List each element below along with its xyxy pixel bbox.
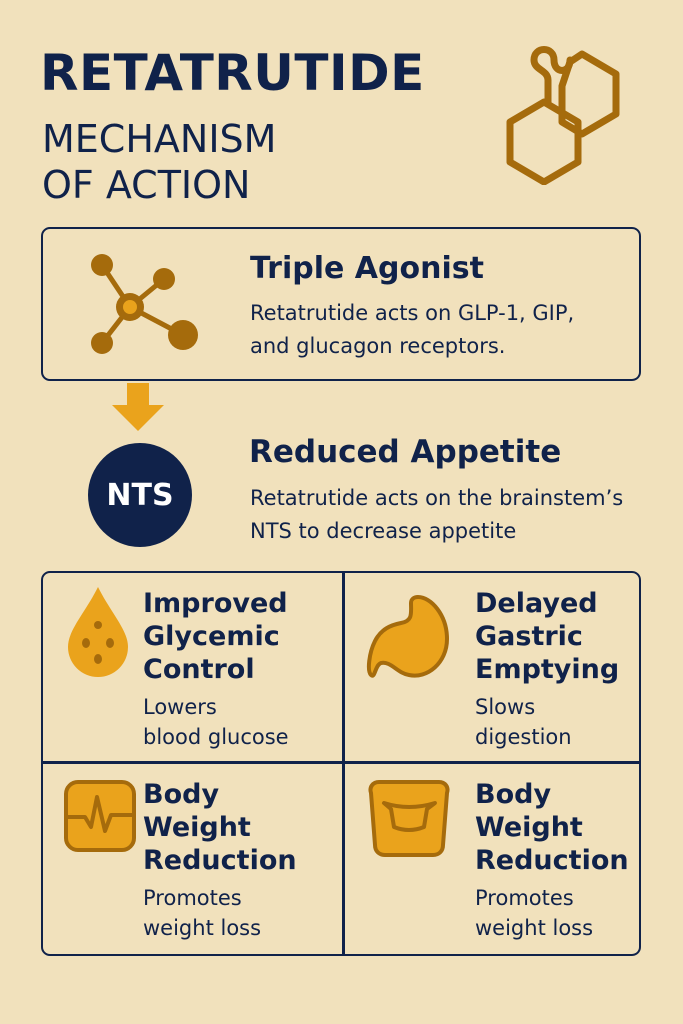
text-line: weight loss (475, 916, 594, 940)
text-line: Control (143, 654, 255, 685)
nts-badge: NTS (88, 443, 192, 547)
text-line: Promotes (475, 886, 574, 910)
arrow-down-icon (112, 383, 164, 431)
title-main: RETATRUTIDE (40, 44, 425, 102)
text-line: Reduction (475, 845, 629, 876)
text-line: weight loss (143, 916, 262, 940)
text-line: Delayed (475, 588, 598, 619)
text-line: Improved (143, 588, 288, 619)
title-line-3: OF ACTION (42, 163, 251, 207)
text-line: Slows (475, 695, 536, 719)
text-line: Retatrutide acts on the brainstem’s (250, 486, 624, 510)
scale-icon (368, 780, 450, 857)
hexagon-molecule-icon (506, 46, 620, 185)
title-line-2: MECHANISM (42, 117, 277, 161)
triple-agonist-title: Triple Agonist (250, 251, 484, 286)
blood-drop-icon (68, 587, 128, 677)
grid-divider-horizontal (43, 761, 639, 764)
text-line: Weight (475, 812, 583, 843)
grid-divider-vertical (342, 573, 345, 954)
text-line: Body (475, 779, 552, 810)
reduced-appetite-text: Retatrutide acts on the brainstem’s NTS … (250, 482, 623, 548)
text-line: blood glucose (143, 725, 289, 749)
text-line: Reduction (143, 845, 297, 876)
triple-agonist-text: Retatrutide acts on GLP-1, GIP, and gluc… (250, 297, 574, 363)
title-sub: MECHANISM OF ACTION (42, 116, 276, 208)
text-line: Weight (143, 812, 251, 843)
text-line: Glycemic (143, 621, 280, 652)
receptor-network-icon (91, 254, 198, 354)
text-line: Promotes (143, 886, 242, 910)
triple-agonist-card: Triple Agonist Retatrutide acts on GLP-1… (41, 227, 641, 381)
reduced-appetite-title: Reduced Appetite (249, 434, 562, 470)
text-line: Retatrutide acts on GLP-1, GIP, (250, 301, 575, 325)
text-line: Gastric (475, 621, 583, 652)
text-line: NTS to decrease appetite (250, 519, 517, 543)
text-line: Body (143, 779, 220, 810)
text-line: and glucagon receptors. (250, 334, 506, 358)
heart-monitor-icon (64, 780, 136, 852)
text-line: Emptying (475, 654, 620, 685)
text-line: digestion (475, 725, 572, 749)
text-line: Lowers (143, 695, 217, 719)
stomach-icon (366, 594, 450, 678)
